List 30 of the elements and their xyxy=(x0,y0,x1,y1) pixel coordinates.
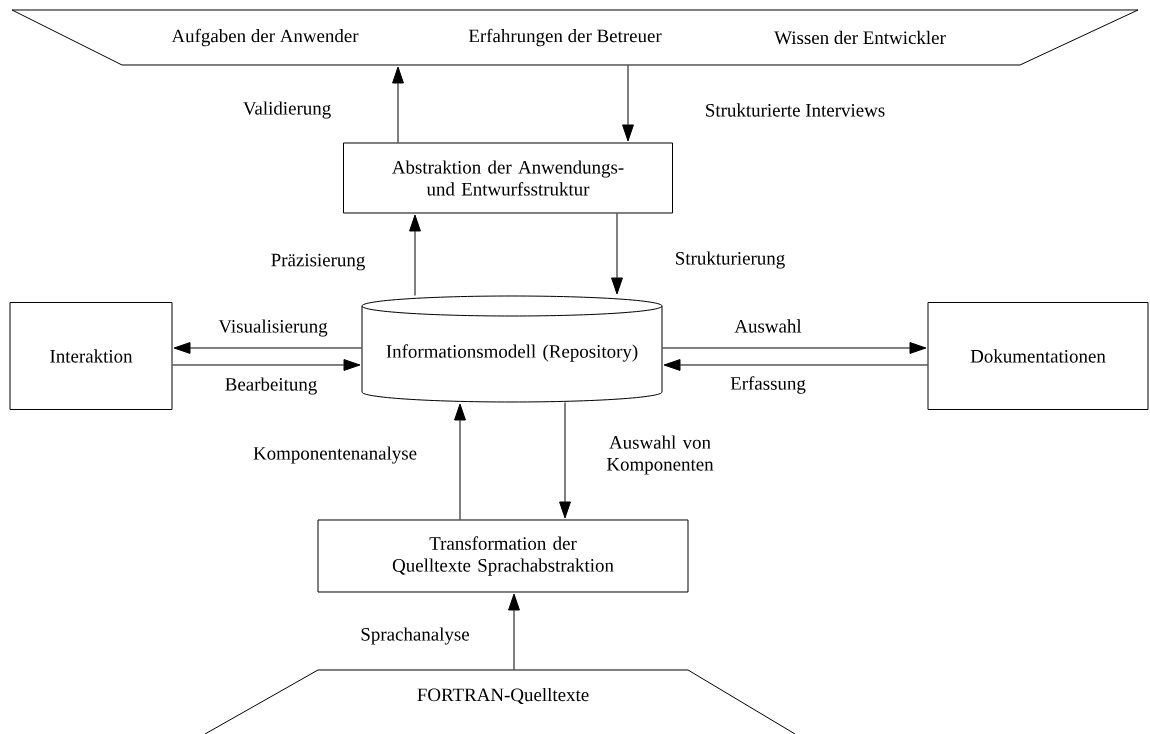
arrow xyxy=(454,403,466,520)
edge-label: Bearbeitung xyxy=(225,377,317,395)
source-trapezoid: Aufgaben der Anwender Erfahrungen der Betreuer Wissen der Entwickler xyxy=(11,9,1139,66)
edge-label: Auswahl xyxy=(734,319,802,333)
process-box: Interaktion xyxy=(9,302,173,410)
arrow xyxy=(611,213,623,295)
edge-label: Strukturierte Interviews xyxy=(706,103,885,117)
arrow xyxy=(559,402,571,519)
arrow xyxy=(662,342,927,354)
process-box: Abstraktion der Anwendungs- und Entwurfsstruktur xyxy=(343,142,673,214)
process-box: Dokumentationen xyxy=(927,302,1149,410)
process-box: Transformation der Quelltexte Sprachabstraktion xyxy=(317,519,689,593)
repository-cylinder: Informationsmodell (Repository) xyxy=(361,295,663,403)
edge-label: Visualisierung xyxy=(218,319,328,337)
node-label: Informationsmodell (Repository) xyxy=(386,344,638,362)
edge-label: Sprachanalyse xyxy=(361,627,469,645)
edge-label: Strukturierung xyxy=(676,251,785,269)
edge-label: Validierung xyxy=(243,101,331,119)
arrow xyxy=(508,593,520,670)
edge-label: Komponentenanalyse xyxy=(253,446,417,464)
arrow xyxy=(172,359,361,371)
arrow xyxy=(663,359,928,371)
arrow xyxy=(409,214,421,296)
edge-label: Erfassung xyxy=(730,376,806,394)
source-trapezoid: FORTRAN-Quelltexte xyxy=(204,669,796,734)
arrow xyxy=(173,342,362,354)
edge-label: Präzisierung xyxy=(271,253,365,271)
arrow xyxy=(622,65,634,142)
arrow xyxy=(392,66,404,143)
edge-label: Auswahl von Komponenten xyxy=(606,435,714,475)
